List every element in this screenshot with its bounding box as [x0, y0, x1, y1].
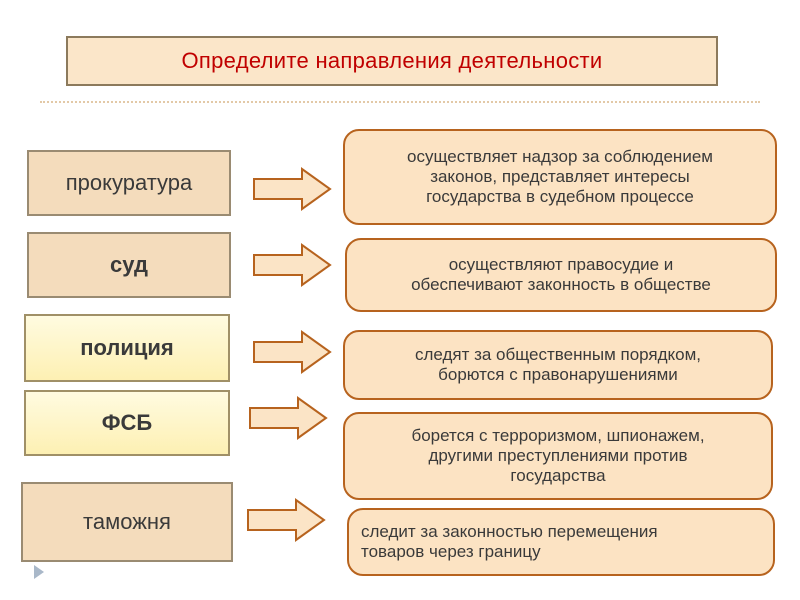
play-triangle-icon[interactable]: [34, 565, 44, 579]
description-text: осуществляет надзор за соблюдением закон…: [407, 147, 713, 206]
description-box-prosecutor: осуществляет надзор за соблюдением закон…: [343, 129, 777, 225]
description-text: следят за общественным порядком, борются…: [414, 345, 702, 384]
slide-title-text: Определите направления деятельности: [181, 48, 603, 73]
right-arrow-icon: [253, 167, 332, 211]
description-text: следит за законностью перемещения товаро…: [361, 522, 658, 561]
right-arrow-icon: [253, 330, 332, 374]
org-box-police: полиция: [24, 314, 230, 382]
description-text: осуществляют правосудие и обеспечивают з…: [411, 255, 711, 294]
org-label: таможня: [83, 509, 171, 534]
org-box-fsb: ФСБ: [24, 390, 230, 456]
org-label: суд: [110, 252, 148, 277]
right-arrow-icon: [249, 396, 328, 440]
description-box-customs: следит за законностью перемещения товаро…: [347, 508, 775, 576]
description-text: борется с терроризмом, шпионажем, другим…: [411, 426, 705, 485]
org-label: прокуратура: [65, 170, 193, 195]
dotted-divider: [40, 101, 760, 103]
org-box-customs: таможня: [21, 482, 233, 562]
description-box-court: осуществляют правосудие и обеспечивают з…: [345, 238, 777, 312]
org-label: ФСБ: [101, 410, 153, 435]
org-label: полиция: [80, 335, 174, 360]
org-box-court: суд: [27, 232, 231, 298]
slide-title: Определите направления деятельности: [66, 36, 718, 86]
right-arrow-icon: [247, 498, 326, 542]
right-arrow-icon: [253, 243, 332, 287]
description-box-police: следят за общественным порядком, борются…: [343, 330, 773, 400]
description-box-fsb: борется с терроризмом, шпионажем, другим…: [343, 412, 773, 500]
org-box-prosecutor: прокуратура: [27, 150, 231, 216]
